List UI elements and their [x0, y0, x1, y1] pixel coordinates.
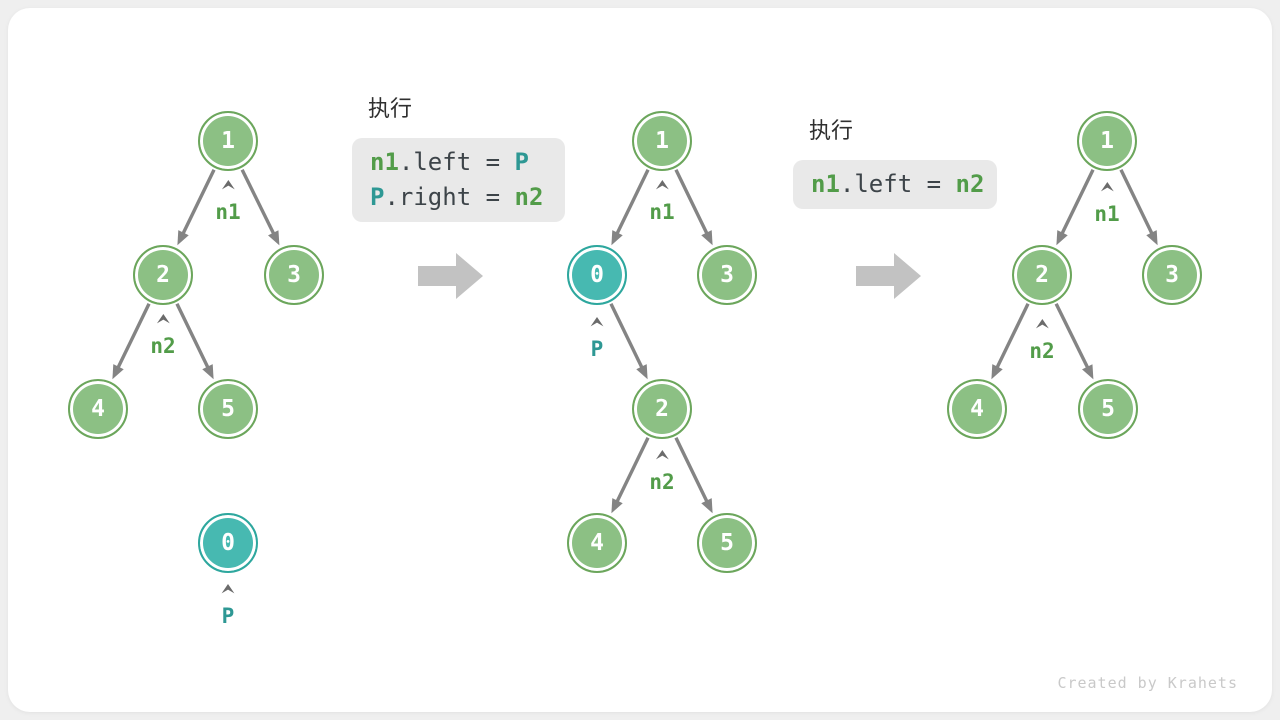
tree-node-5: 5	[1078, 379, 1138, 439]
caret-up-icon	[221, 584, 235, 594]
tree-node-4: 4	[947, 379, 1007, 439]
code-token: .left =	[839, 170, 956, 198]
tree-node-5: 5	[198, 379, 258, 439]
caret-up-icon	[1035, 319, 1049, 329]
code-token: P	[370, 183, 385, 211]
caret-up-icon	[655, 180, 669, 190]
tree-node-3: 3	[1142, 245, 1202, 305]
execute-heading: 执行	[809, 118, 854, 143]
tree-node-4: 4	[567, 513, 627, 573]
tree-node-2: 2	[632, 379, 692, 439]
watermark: Created by Krahets	[1057, 674, 1238, 692]
tree-node-5: 5	[697, 513, 757, 573]
pointer-n2: n2	[150, 314, 176, 358]
code-token: n1	[370, 148, 399, 176]
tree-node-3: 3	[264, 245, 324, 305]
pointer-n1: n1	[215, 180, 241, 224]
pointer-label-n1: n1	[215, 200, 241, 224]
code-line: P.right = n2	[370, 180, 547, 215]
code-token: n1	[811, 170, 840, 198]
tree-node-0: 0	[198, 513, 258, 573]
pointer-n2: n2	[1029, 319, 1055, 363]
code-line: n1.left = n2	[811, 167, 984, 202]
pointer-label-n2: n2	[1029, 339, 1055, 363]
tree-node-1: 1	[198, 111, 258, 171]
pointer-label-n2: n2	[649, 470, 675, 494]
code-line: n1.left = P	[370, 145, 547, 180]
pointer-label-P: P	[590, 337, 604, 361]
tree-node-1: 1	[1077, 111, 1137, 171]
tree-node-0: 0	[567, 245, 627, 305]
tree-node-1: 1	[632, 111, 692, 171]
caret-up-icon	[156, 314, 170, 324]
diagram-canvas	[8, 8, 1272, 712]
block-arrow-right-icon	[418, 253, 483, 299]
pointer-P: P	[221, 584, 235, 627]
pointer-n2: n2	[649, 450, 675, 494]
caret-up-icon	[221, 180, 235, 190]
execute-heading: 执行	[368, 96, 413, 121]
tree-node-3: 3	[697, 245, 757, 305]
tree-node-2: 2	[1012, 245, 1072, 305]
block-arrow-right-icon	[856, 253, 921, 299]
tree-node-4: 4	[68, 379, 128, 439]
pointer-n1: n1	[649, 180, 675, 224]
caret-up-icon	[1100, 182, 1114, 192]
code-token: P	[514, 148, 529, 176]
pointer-label-P: P	[221, 604, 235, 628]
code-panel-2: 执行 n1.left = n2	[793, 118, 997, 209]
code-token: .left =	[398, 148, 515, 176]
code-token: .right =	[384, 183, 515, 211]
pointer-P: P	[590, 317, 604, 360]
code-box: n1.left = n2	[793, 160, 997, 209]
pointer-label-n1: n1	[649, 200, 675, 224]
code-token: n2	[514, 183, 544, 211]
caret-up-icon	[655, 450, 669, 460]
code-token: n2	[955, 170, 985, 198]
pointer-label-n1: n1	[1094, 202, 1120, 226]
pointer-label-n2: n2	[150, 334, 176, 358]
pointer-n1: n1	[1094, 182, 1120, 226]
caret-up-icon	[590, 317, 604, 327]
tree-node-2: 2	[133, 245, 193, 305]
